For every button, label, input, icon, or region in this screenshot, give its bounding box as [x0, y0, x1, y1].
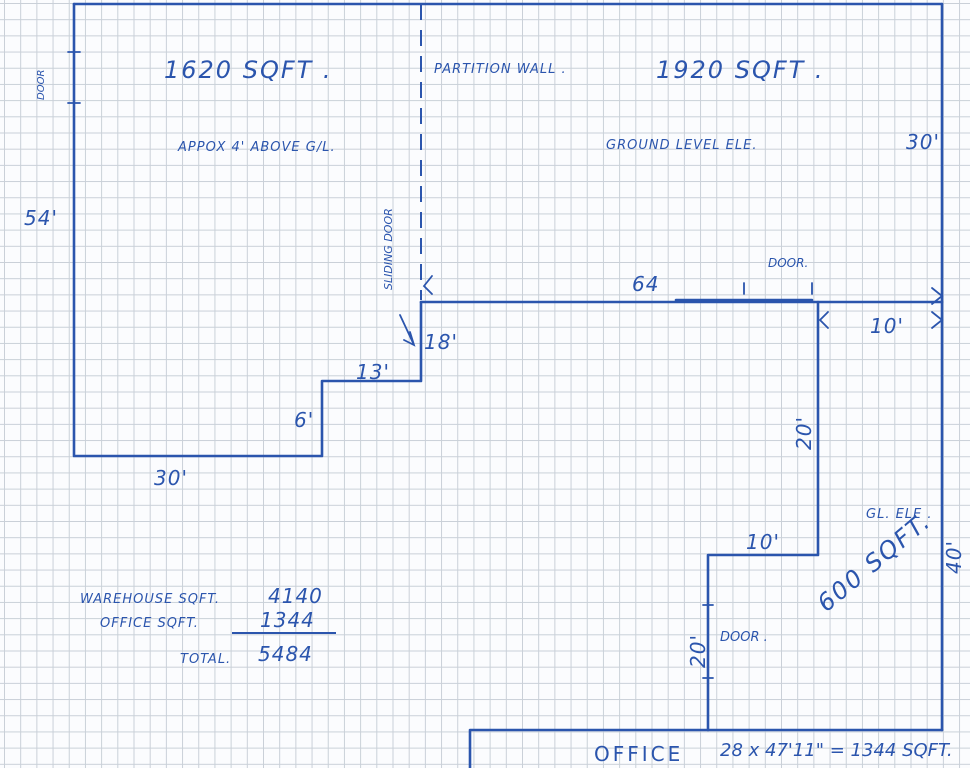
dimension-arrow-right-bottom	[931, 311, 944, 329]
left-area-sqft: 1620 SQFT .	[164, 56, 333, 84]
office-sqft-label: OFFICE SQFT.	[100, 616, 199, 631]
total-label: TOTAL.	[180, 652, 232, 667]
dimension-arrow-k-left	[422, 275, 433, 295]
door-label-top-left: DOOR	[36, 69, 47, 100]
left-wall-outline	[72, 2, 423, 458]
dimension-54: 54'	[24, 206, 58, 230]
partition-wall-label: PARTITION WALL .	[434, 62, 567, 77]
sliding-door-label: SLIDING DOOR	[382, 208, 395, 290]
summary-underline	[232, 632, 336, 634]
dimension-6: 6'	[294, 408, 315, 432]
office-sqft-value: 1344	[260, 608, 315, 632]
warehouse-sqft-label: WAREHOUSE SQFT.	[80, 592, 220, 607]
dimension-30-bottom: 30'	[154, 466, 188, 490]
dimension-arrow-right-top	[931, 287, 944, 305]
dimension-20-upper: 20'	[792, 416, 816, 450]
door-label-lower: DOOR .	[720, 630, 768, 645]
office-calc: 28 x 47'11" = 1344 SQFT.	[720, 740, 953, 761]
dimension-10-right: 10'	[870, 314, 904, 338]
right-area-note: GROUND LEVEL ELE.	[606, 138, 758, 153]
dimension-20-lower: 20'	[686, 634, 710, 668]
warehouse-sqft-value: 4140	[268, 584, 323, 608]
door-label-mid: DOOR.	[768, 256, 809, 270]
lower-room-outline	[706, 300, 820, 732]
dimension-arrow-k-mid	[818, 311, 829, 329]
dimension-64: 64	[632, 272, 660, 296]
lower-area-note: GL. ELE .	[866, 507, 933, 522]
dimension-10-step: 10'	[746, 530, 780, 554]
office-label: OFFICE	[594, 742, 684, 766]
right-area-sqft: 1920 SQFT .	[656, 56, 825, 84]
office-box	[468, 728, 944, 768]
dimension-40: 40'	[942, 540, 966, 574]
total-value: 5484	[258, 642, 313, 666]
dimension-30-right: 30'	[906, 130, 940, 154]
sliding-door-pointer	[399, 314, 416, 347]
dimension-18: 18'	[424, 330, 458, 354]
left-area-note: APPOX 4' ABOVE G/L.	[178, 140, 336, 155]
dimension-13: 13'	[356, 360, 390, 384]
